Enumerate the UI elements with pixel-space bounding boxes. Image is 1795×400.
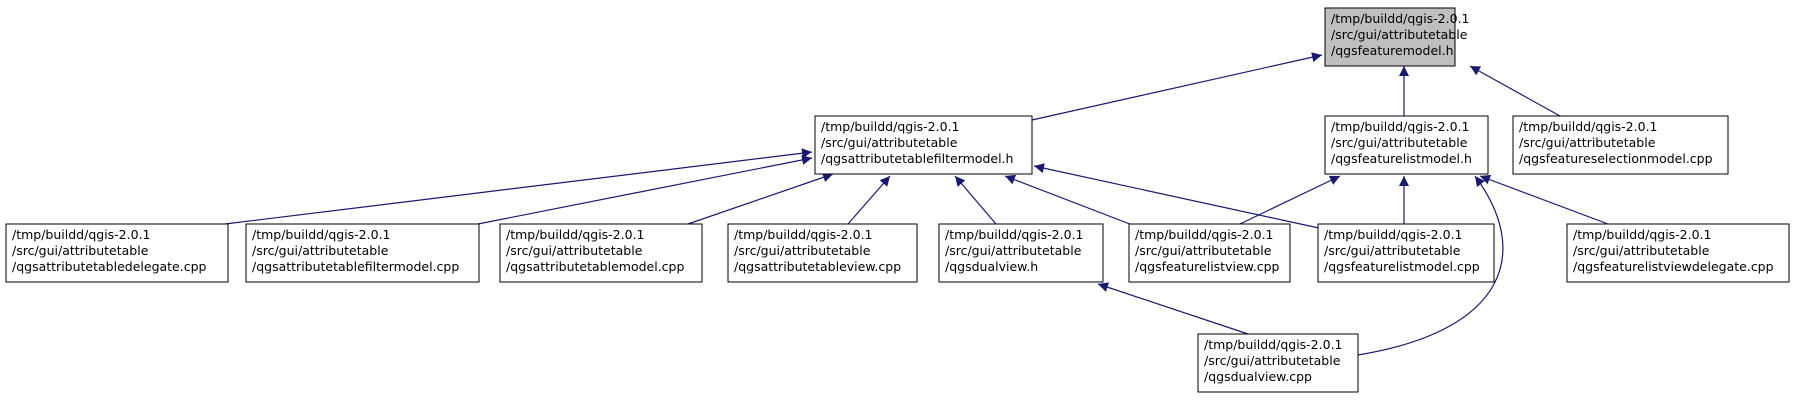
node-label-line: /tmp/buildd/qgis-2.0.1: [1324, 227, 1463, 242]
node-box: [814, 115, 1033, 175]
edge-featurelistview_cpp-to-featurelistmodel_h: [1239, 175, 1341, 225]
node-tableview_cpp[interactable]: /tmp/buildd/qgis-2.0.1/src/gui/attribute…: [727, 223, 918, 283]
node-label-line: /src/gui/attributetable: [1573, 243, 1710, 258]
node-box: [727, 223, 918, 283]
node-label-line: /tmp/buildd/qgis-2.0.1: [1204, 337, 1343, 352]
node-label-line: /src/gui/attributetable: [1519, 135, 1656, 150]
node-dualview_cpp[interactable]: /tmp/buildd/qgis-2.0.1/src/gui/attribute…: [1197, 333, 1359, 393]
edge-dualview_h-to-filtermodel_h: [954, 175, 997, 225]
node-label-line: /qgsattributetablefiltermodel.h: [821, 151, 1013, 166]
edge-featurelistview_cpp-to-filtermodel_h: [1004, 174, 1136, 227]
node-filtermodel_cpp[interactable]: /tmp/buildd/qgis-2.0.1/src/gui/attribute…: [245, 223, 480, 283]
edge-filtermodel_cpp-to-filtermodel_h: [477, 155, 813, 225]
node-featurelistmodel_cpp[interactable]: /tmp/buildd/qgis-2.0.1/src/gui/attribute…: [1317, 223, 1495, 283]
edge-dualview_cpp-to-featurelistmodel_h: [1357, 175, 1504, 356]
node-box: [1128, 223, 1291, 283]
edge-listviewdelegate_cpp-to-featurelistmodel_h: [1479, 174, 1609, 225]
node-box: [5, 223, 229, 283]
node-box: [245, 223, 480, 283]
node-label-line: /src/gui/attributetable: [12, 243, 149, 258]
edge-tableview_cpp-to-filtermodel_h: [847, 175, 891, 225]
node-label-line: /src/gui/attributetable: [945, 243, 1082, 258]
node-label-line: /qgsfeaturelistviewdelegate.cpp: [1573, 259, 1774, 274]
node-label-line: /src/gui/attributetable: [821, 135, 958, 150]
node-label-line: /qgsfeaturelistview.cpp: [1135, 259, 1279, 274]
node-label-line: /tmp/buildd/qgis-2.0.1: [1519, 119, 1658, 134]
node-label-line: /src/gui/attributetable: [252, 243, 389, 258]
node-label-line: /qgsattributetableview.cpp: [734, 259, 901, 274]
node-label-line: /qgsattributetablefiltermodel.cpp: [252, 259, 459, 274]
node-label-line: /src/gui/attributetable: [1204, 353, 1341, 368]
node-label-line: /tmp/buildd/qgis-2.0.1: [1331, 119, 1470, 134]
node-label-line: /tmp/buildd/qgis-2.0.1: [1331, 11, 1470, 26]
node-label-line: /src/gui/attributetable: [1135, 243, 1272, 258]
node-featurelistmodel_h[interactable]: /tmp/buildd/qgis-2.0.1/src/gui/attribute…: [1324, 115, 1489, 175]
node-listviewdelegate_cpp[interactable]: /tmp/buildd/qgis-2.0.1/src/gui/attribute…: [1566, 223, 1790, 283]
node-label-line: /tmp/buildd/qgis-2.0.1: [945, 227, 1084, 242]
node-tabledelegate_cpp[interactable]: /tmp/buildd/qgis-2.0.1/src/gui/attribute…: [5, 223, 229, 283]
node-box: [1566, 223, 1790, 283]
nodes: /tmp/buildd/qgis-2.0.1/src/gui/attribute…: [5, 7, 1790, 393]
node-label-line: /src/gui/attributetable: [734, 243, 871, 258]
node-tablemodel_cpp[interactable]: /tmp/buildd/qgis-2.0.1/src/gui/attribute…: [499, 223, 703, 283]
node-box: [1324, 7, 1456, 67]
node-box: [1197, 333, 1359, 393]
node-label-line: /qgsattributetabledelegate.cpp: [12, 259, 207, 274]
node-featurelistview_cpp[interactable]: /tmp/buildd/qgis-2.0.1/src/gui/attribute…: [1128, 223, 1291, 283]
edges: [224, 52, 1609, 356]
edge-filtermodel_h-to-featuremodel_h: [1031, 52, 1323, 121]
node-label-line: /qgsfeaturemodel.h: [1331, 43, 1454, 58]
node-label-line: /qgsfeaturelistmodel.h: [1331, 151, 1472, 166]
node-featureselectionmodel_cpp[interactable]: /tmp/buildd/qgis-2.0.1/src/gui/attribute…: [1512, 115, 1729, 175]
node-label-line: /qgsfeaturelistmodel.cpp: [1324, 259, 1480, 274]
node-label-line: /src/gui/attributetable: [1331, 135, 1468, 150]
node-label-line: /tmp/buildd/qgis-2.0.1: [506, 227, 645, 242]
node-filtermodel_h[interactable]: /tmp/buildd/qgis-2.0.1/src/gui/attribute…: [814, 115, 1033, 175]
edge-dualview_cpp-to-dualview_h: [1097, 282, 1249, 335]
node-box: [1324, 115, 1489, 175]
node-label-line: /qgsfeatureselectionmodel.cpp: [1519, 151, 1713, 166]
node-label-line: /tmp/buildd/qgis-2.0.1: [1573, 227, 1712, 242]
node-label-line: /tmp/buildd/qgis-2.0.1: [1135, 227, 1274, 242]
node-label-line: /tmp/buildd/qgis-2.0.1: [12, 227, 151, 242]
node-box: [1317, 223, 1495, 283]
node-label-line: /tmp/buildd/qgis-2.0.1: [821, 119, 960, 134]
edge-featureselectionmodel_cpp-to-featuremodel_h: [1469, 65, 1561, 117]
node-label-line: /src/gui/attributetable: [506, 243, 643, 258]
node-featuremodel_h[interactable]: /tmp/buildd/qgis-2.0.1/src/gui/attribute…: [1324, 7, 1470, 67]
node-label-line: /src/gui/attributetable: [1331, 27, 1468, 42]
node-box: [499, 223, 703, 283]
node-box: [1512, 115, 1729, 175]
node-label-line: /qgsdualview.cpp: [1204, 369, 1312, 384]
edge-tabledelegate_cpp-to-filtermodel_h: [224, 148, 813, 225]
edge-featurelistmodel_cpp-to-filtermodel_h: [1033, 163, 1329, 231]
node-label-line: /qgsdualview.h: [945, 259, 1038, 274]
node-label-line: /tmp/buildd/qgis-2.0.1: [734, 227, 873, 242]
node-label-line: /tmp/buildd/qgis-2.0.1: [252, 227, 391, 242]
node-box: [938, 223, 1104, 283]
node-label-line: /src/gui/attributetable: [1324, 243, 1461, 258]
node-dualview_h[interactable]: /tmp/buildd/qgis-2.0.1/src/gui/attribute…: [938, 223, 1104, 283]
edge-tablemodel_cpp-to-filtermodel_h: [687, 172, 834, 225]
node-label-line: /qgsattributetablemodel.cpp: [506, 259, 684, 274]
